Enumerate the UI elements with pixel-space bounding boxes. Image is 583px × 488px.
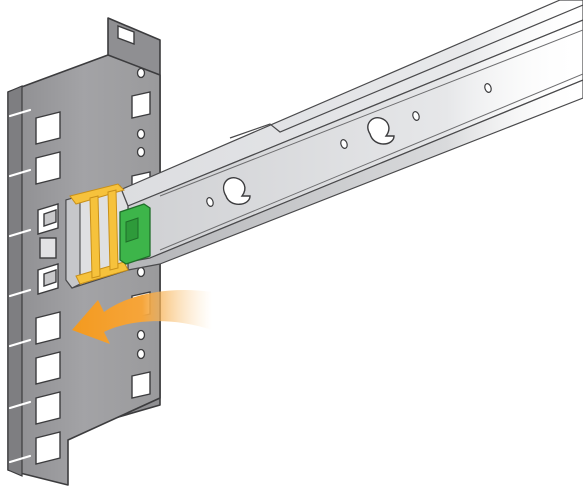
tick-mark: [8, 400, 32, 410]
rack-post-front-edge: [7, 85, 23, 477]
clip-center: [39, 237, 57, 259]
tick-mark: [8, 228, 32, 238]
rail-hole: [206, 197, 214, 207]
rail-keyhole-slots: [222, 117, 395, 205]
yellow-bracket: [69, 183, 129, 285]
rail-hole: [412, 111, 420, 121]
round-hole: [136, 67, 146, 79]
tick-mark: [8, 168, 32, 178]
rail-hole: [484, 83, 492, 93]
square-hole: [35, 311, 61, 345]
tick-mark: [8, 108, 32, 118]
square-hole: [35, 111, 61, 145]
round-hole: [136, 128, 146, 140]
rail-assembly: [65, 0, 583, 289]
square-hole: [35, 431, 61, 465]
tick-mark: [8, 288, 32, 298]
yellow-bracket-right-leg: [107, 189, 119, 271]
square-hole: [131, 371, 151, 399]
square-hole: [117, 24, 135, 46]
arrow-shaft: [72, 290, 212, 344]
tick-mark: [8, 454, 32, 464]
rack-post-tick-marks: [8, 108, 32, 464]
green-latch-notch: [125, 217, 139, 243]
round-hole: [136, 266, 146, 278]
square-hole: [35, 351, 61, 385]
yellow-bracket-top: [69, 183, 125, 205]
rail-outer-member-line: [159, 73, 583, 251]
keyhole-slot: [222, 177, 251, 205]
round-hole: [136, 329, 146, 341]
tick-mark: [8, 338, 32, 348]
green-latch: [119, 203, 151, 265]
rail-outer-member-line: [159, 29, 583, 197]
rack-post-clips: [37, 203, 59, 295]
clip-lower-tab: [43, 269, 57, 287]
rail-round-holes: [206, 83, 492, 207]
yellow-bracket-left-leg: [89, 195, 101, 279]
square-hole: [35, 151, 61, 185]
square-hole: [35, 391, 61, 425]
square-hole: [131, 91, 151, 119]
rail-outer-member-step: [229, 4, 583, 139]
rail-end-bracket-side: [65, 195, 81, 289]
rail-hole: [340, 139, 348, 149]
orange-direction-arrow: [72, 290, 212, 344]
keyhole-slot: [367, 117, 395, 145]
round-hole: [136, 348, 146, 360]
round-hole: [136, 146, 146, 158]
clip-upper-tab: [43, 209, 57, 227]
